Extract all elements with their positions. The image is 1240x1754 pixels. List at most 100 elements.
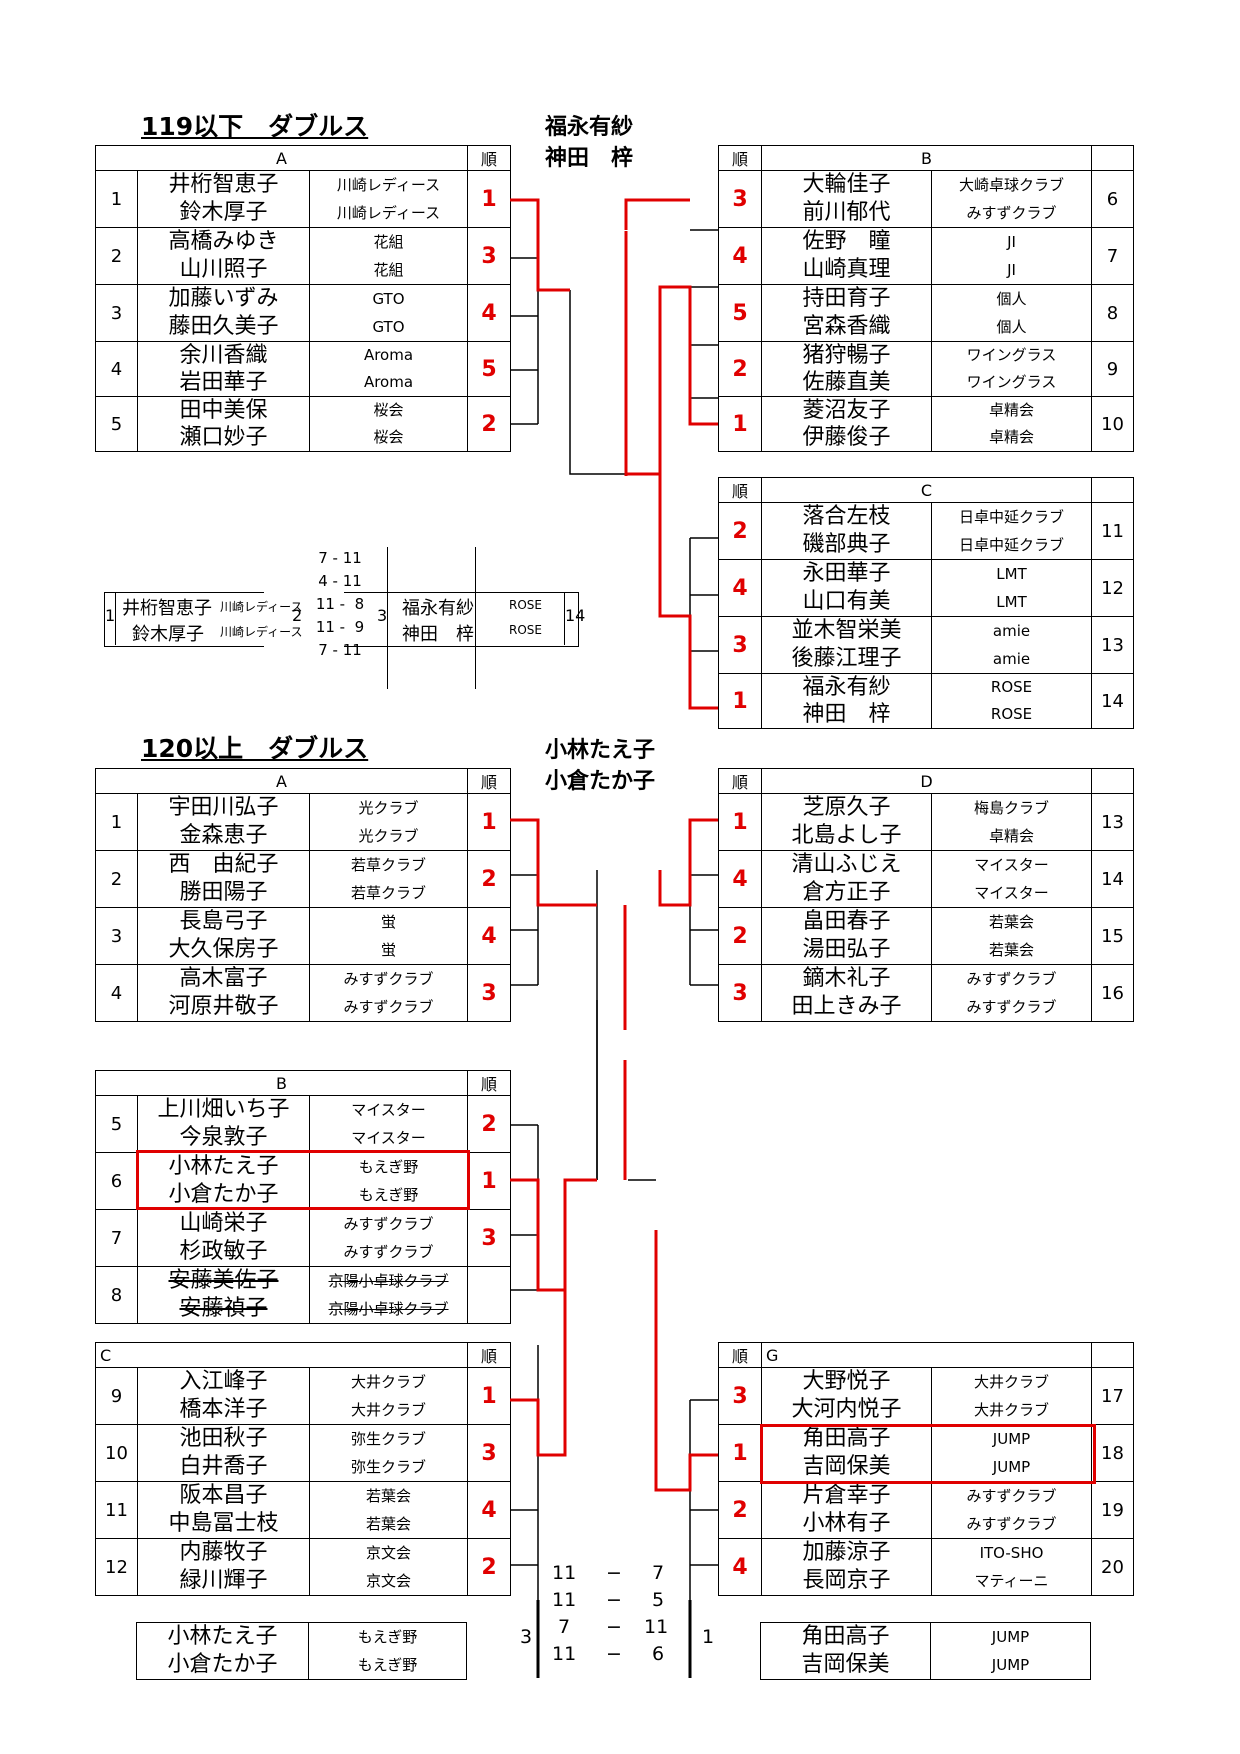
club-names: みすずクラブみすずクラブ bbox=[930, 964, 1093, 1022]
club-names: 若葉会若葉会 bbox=[930, 907, 1093, 965]
rank-value: 3 bbox=[718, 170, 762, 228]
club-names: もえぎ野もえぎ野 bbox=[308, 1152, 469, 1210]
section2-title: 120以上 ダブルス bbox=[141, 734, 369, 763]
club-name: もえぎ野 bbox=[357, 1656, 418, 1674]
player-name: 猪狩暢子 bbox=[802, 343, 891, 368]
player-name: 伊藤俊子 bbox=[802, 425, 891, 450]
entry-number: 7 bbox=[1091, 227, 1135, 285]
player-name: 白井喬子 bbox=[179, 1454, 268, 1479]
club-name: 桜会 bbox=[373, 428, 404, 446]
club-name: ワイングラス bbox=[966, 346, 1057, 364]
club-name: マイスター bbox=[974, 856, 1049, 874]
group-header: C bbox=[760, 477, 1093, 503]
rank-value: 3 bbox=[467, 964, 511, 1022]
bracket-line bbox=[510, 1124, 539, 1291]
club-name: JUMP bbox=[991, 1628, 1030, 1646]
player-names: 落合左枝磯部典子 bbox=[761, 502, 932, 560]
bracket-line bbox=[510, 257, 539, 425]
final-left-number: 1 bbox=[105, 606, 116, 625]
bracket-winner-line bbox=[510, 198, 570, 292]
player-name: 内藤牧子 bbox=[179, 1540, 268, 1565]
player-name: 片倉幸子 bbox=[802, 1483, 891, 1508]
entry-number: 14 bbox=[1091, 850, 1135, 908]
entry-number: 8 bbox=[1091, 284, 1135, 342]
rank-header: 順 bbox=[718, 145, 762, 171]
player-name: 福永有紗 bbox=[802, 675, 891, 700]
club-names: 梅島クラブ卓精会 bbox=[930, 793, 1093, 851]
club-name: 日卓中延クラブ bbox=[959, 508, 1065, 526]
club-name: もえぎ野 bbox=[357, 1628, 418, 1646]
score-left: 11 bbox=[552, 1562, 577, 1584]
rank-value: 1 bbox=[467, 793, 511, 851]
club-name: JUMP bbox=[991, 1656, 1030, 1674]
player-name: 大野悦子 bbox=[802, 1369, 891, 1394]
player-names: 畠田春子湯田弘子 bbox=[761, 907, 932, 965]
sec2-final-left: 小林たえ子小倉たか子もえぎ野もえぎ野 bbox=[136, 1622, 467, 1680]
entry-number: 13 bbox=[1091, 793, 1135, 851]
rank-value: 2 bbox=[467, 1095, 512, 1153]
player-names: 上川畑いち子今泉敦子 bbox=[137, 1095, 310, 1153]
section1-winner-2: 神田 梓 bbox=[545, 146, 634, 171]
rank-header: 順 bbox=[467, 1070, 512, 1096]
entry-number: 15 bbox=[1091, 907, 1135, 965]
club-name: みすずクラブ bbox=[966, 970, 1057, 988]
player-name: 勝田陽子 bbox=[179, 880, 268, 905]
club-name: 大井クラブ bbox=[973, 1401, 1049, 1419]
entry-number: 9 bbox=[95, 1367, 138, 1425]
player-name: 橋本洋子 bbox=[179, 1397, 268, 1422]
club-name: amie bbox=[992, 650, 1031, 668]
player-name: 金森恵子 bbox=[179, 823, 268, 848]
player-names: 永田華子山口有美 bbox=[761, 559, 932, 617]
club-name: みすずクラブ bbox=[343, 970, 434, 988]
player-names: 高橋みゆき山川照子 bbox=[137, 227, 310, 285]
entry-number: 7 bbox=[95, 1209, 138, 1267]
club-names: 個人個人 bbox=[930, 284, 1093, 342]
entry-number: 3 bbox=[95, 284, 138, 342]
club-names: 大崎卓球クラブみすずクラブ bbox=[930, 170, 1093, 228]
club-names: 若草クラブ若草クラブ bbox=[309, 850, 468, 908]
rank-value: 1 bbox=[718, 793, 762, 851]
player-names: 余川香織岩田華子 bbox=[137, 341, 310, 397]
club-name: ワイングラス bbox=[966, 373, 1057, 391]
bracket-line bbox=[537, 1664, 691, 1678]
entry-number: 10 bbox=[1091, 396, 1135, 452]
score-right: 6 bbox=[652, 1643, 665, 1665]
player-name: 池田秋子 bbox=[179, 1426, 268, 1451]
club-name: Aroma bbox=[363, 373, 414, 391]
section2-winner-1: 小林たえ子 bbox=[545, 738, 656, 763]
player-names: 小林たえ子小倉たか子 bbox=[136, 1622, 309, 1680]
player-name: 山崎栄子 bbox=[179, 1211, 268, 1236]
final-left-club: 川崎レディース bbox=[220, 625, 303, 639]
club-name: 蛍 bbox=[380, 913, 396, 931]
player-name: 持田育子 bbox=[802, 286, 891, 311]
player-name: 加藤涼子 bbox=[802, 1540, 891, 1565]
entry-number: 14 bbox=[1091, 673, 1135, 729]
club-name: 花組 bbox=[373, 261, 404, 279]
player-name: 小林たえ子 bbox=[167, 1624, 278, 1649]
rank-value: 1 bbox=[718, 396, 762, 452]
player-name: 大久保房子 bbox=[168, 937, 279, 962]
club-name: GTO bbox=[372, 318, 405, 336]
club-name: 卓精会 bbox=[989, 401, 1035, 419]
section2-winner-2: 小倉たか子 bbox=[545, 769, 656, 794]
rank-value bbox=[467, 1266, 512, 1324]
rank-value: 2 bbox=[467, 396, 511, 452]
game-score-row: 7−11 bbox=[552, 1616, 672, 1643]
bracket-line bbox=[510, 1399, 538, 1566]
player-name: 小林たえ子 bbox=[168, 1154, 279, 1179]
game-score-row: 11−7 bbox=[552, 1562, 672, 1589]
club-name: 弥生クラブ bbox=[350, 1458, 426, 1476]
bracket-line bbox=[569, 290, 626, 475]
bracket-line bbox=[510, 820, 539, 986]
sec2-final-scores: 11−7 11−5 7−11 11−6 bbox=[552, 1562, 672, 1670]
club-name: もえぎ野 bbox=[358, 1158, 419, 1176]
club-name: 若葉会 bbox=[365, 1515, 411, 1533]
rank-value: 4 bbox=[467, 907, 511, 965]
